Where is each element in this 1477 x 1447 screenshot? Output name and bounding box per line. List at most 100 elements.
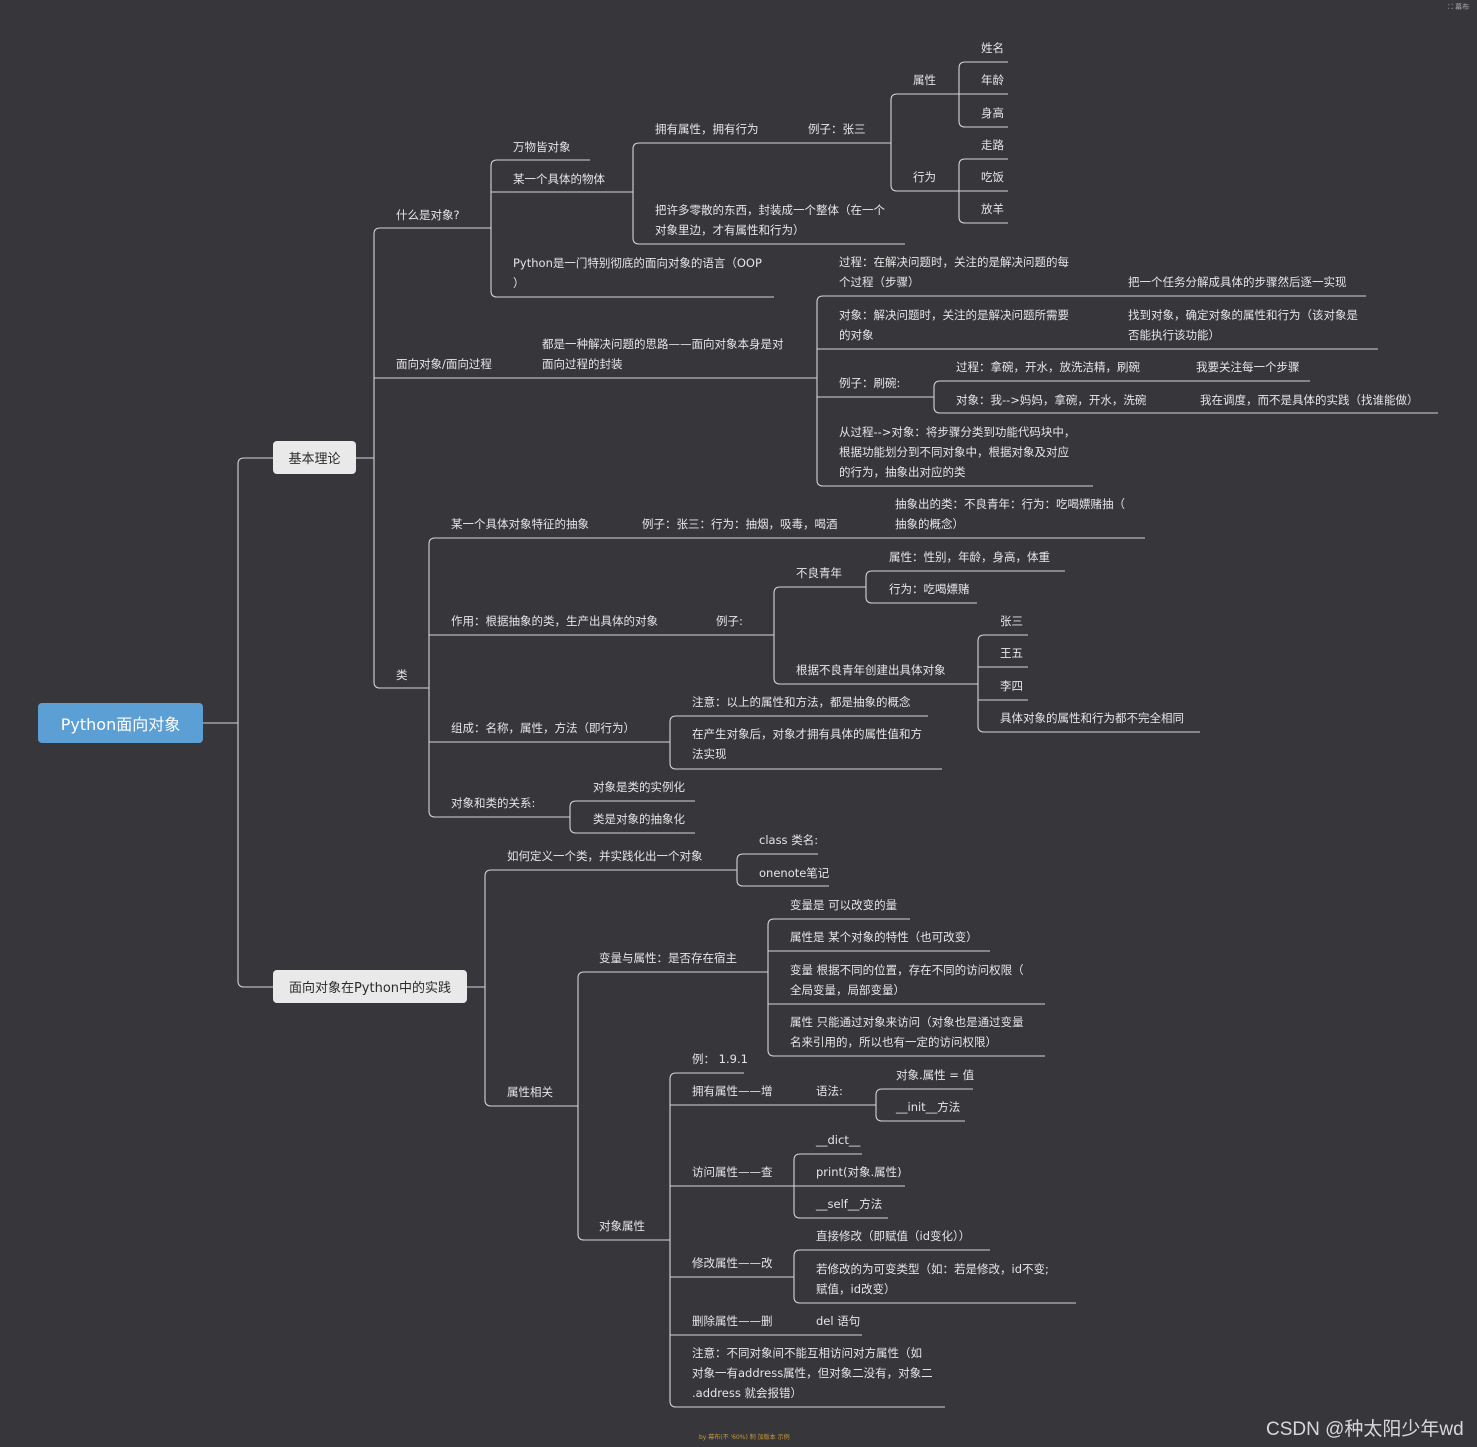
branch-elbow xyxy=(237,457,273,465)
bad-youth: 不良青年 xyxy=(796,566,842,580)
after-create-1: 在产生对象后，对象才拥有具体的属性值和方 xyxy=(692,727,922,741)
root-node[interactable]: Python面向对象 xyxy=(38,703,203,743)
attr-item: 身高 xyxy=(981,106,1004,120)
branch-elbow xyxy=(875,1114,896,1122)
dish-process-note: 我要关注每一个步骤 xyxy=(1196,360,1300,374)
get-self: __self__方法 xyxy=(816,1197,883,1211)
node-python-practice[interactable]: 面向对象在Python中的实践 xyxy=(273,970,467,1003)
branch-elbow xyxy=(875,1088,896,1096)
branch-elbow xyxy=(632,237,655,245)
object-line-2: 的对象 xyxy=(839,328,874,342)
person-item: 具体对象的属性和行为都不完全相同 xyxy=(1000,711,1184,725)
create-objects: 根据不良青年创建出具体对象 xyxy=(796,663,946,677)
branch-elbow xyxy=(237,980,273,988)
branch-elbow xyxy=(669,1072,692,1080)
branch-elbow xyxy=(428,810,451,818)
process-line-2: 个过程（步骤） xyxy=(839,275,920,289)
behavior-item: 放羊 xyxy=(981,202,1004,216)
corner-tiny-text: ⛶ 幕布 xyxy=(1448,3,1470,11)
branch-elbow xyxy=(736,853,759,861)
branch-elbow xyxy=(484,1099,507,1107)
syntax-label: 语法: xyxy=(816,1084,843,1098)
what-is-object: 什么是对象? xyxy=(396,208,460,222)
dish-example: 例子：刷碗: xyxy=(839,376,901,390)
branch-elbow xyxy=(958,216,981,224)
attributes-related: 属性相关 xyxy=(507,1085,553,1099)
branch-elbow xyxy=(977,634,1000,642)
person-item: 李四 xyxy=(1000,679,1023,693)
branch-elbow xyxy=(767,918,790,926)
behavior-item: 走路 xyxy=(981,138,1004,152)
branch-elbow xyxy=(736,879,759,887)
mod-mutable-2: 赋值，id改变） xyxy=(816,1282,896,1296)
branch-elbow xyxy=(569,800,593,808)
footer-tiny-text: by 幕布(不 '60%) 制 加版本 示例 xyxy=(699,1434,790,1441)
onenote: onenote笔记 xyxy=(759,866,830,880)
branch-elbow xyxy=(977,725,1000,733)
relation-2: 类是对象的抽象化 xyxy=(593,812,685,826)
from-line-1: 从过程-->对象：将步骤分类到功能代码块中， xyxy=(839,425,1076,439)
mod-mutable-1: 若修改的为可变类型（如：若是修改，id不变; xyxy=(816,1262,1049,1276)
class-use: 作用：根据抽象的类，生产出具体的对象 xyxy=(451,614,658,628)
branch-elbow xyxy=(793,1211,816,1219)
note-line-2: 对象一有address属性，但对象二没有，对象二 xyxy=(692,1366,933,1380)
branch-elbow xyxy=(490,290,513,298)
branch-elbow xyxy=(373,227,396,235)
abstract-class-2: 抽象的概念） xyxy=(895,517,964,531)
dish-object: 对象：我-->妈妈，拿碗，开水，洗碗 xyxy=(956,393,1147,407)
bad-youth-behavior: 行为：吃喝嫖赌 xyxy=(889,582,970,596)
note-line-1: 注意：不同对象间不能互相访问对方属性（如 xyxy=(692,1346,922,1360)
dish-process: 过程：拿碗，开水，放洗洁精，刷碗 xyxy=(956,360,1140,374)
branch-elbow xyxy=(816,295,839,303)
object-line-1: 对象：解决问题时，关注的是解决问题所需要 xyxy=(839,308,1069,322)
branch-elbow xyxy=(577,1233,599,1241)
csdn-watermark: CSDN @种太阳少年wd xyxy=(1266,1419,1464,1440)
attr-label: 属性 xyxy=(913,73,936,87)
branch-elbow xyxy=(490,159,513,167)
oop-vs-pop: 面向对象/面向过程 xyxy=(396,357,492,371)
dish-object-note: 我在调度，而不是具体的实践（找谁能做） xyxy=(1200,393,1419,407)
branch-elbow xyxy=(933,406,956,414)
from-line-3: 的行为，抽象出对应的类 xyxy=(839,465,966,479)
process-detail: 把一个任务分解成具体的步骤然后逐一实现 xyxy=(1128,275,1347,289)
branch-elbow xyxy=(958,61,981,69)
branch-elbow xyxy=(569,826,593,834)
get-dict: __dict__ xyxy=(816,1133,861,1147)
syntax-assign: 对象.属性 = 值 xyxy=(896,1068,975,1082)
behavior-label: 行为 xyxy=(913,170,936,184)
var-scope-2: 全局变量，局部变量） xyxy=(790,983,905,997)
node-basic-theory[interactable]: 基本理论 xyxy=(273,441,356,474)
from-line-2: 根据功能划分到不同对象中，根据对象及对应 xyxy=(839,445,1069,459)
abstract: 某一个具体对象特征的抽象 xyxy=(451,517,589,531)
branch-elbow xyxy=(958,120,981,128)
idea-line-2: 面向过程的封装 xyxy=(542,357,623,371)
branch-elbow xyxy=(793,1249,816,1257)
note-line-3: .address 就会报错） xyxy=(692,1386,802,1400)
branch-elbow xyxy=(373,681,396,689)
var-vs-attr: 变量与属性：是否存在宿主 xyxy=(599,951,737,965)
process-line-1: 过程：在解决问题时，关注的是解决问题的每 xyxy=(839,255,1069,269)
branch-elbow xyxy=(890,184,913,192)
define-class: 如何定义一个类，并实践化出一个对象 xyxy=(507,849,703,863)
del-attr: 删除属性——删 xyxy=(692,1314,773,1328)
branch-elbow xyxy=(793,1153,816,1161)
branch-elbow xyxy=(816,479,839,487)
get-attr: 访问属性——查 xyxy=(692,1165,773,1179)
person-item: 张三 xyxy=(1000,614,1023,628)
branch-elbow xyxy=(767,1049,790,1057)
add-attr: 拥有属性——增 xyxy=(692,1084,773,1098)
example-zhangsan: 例子：张三 xyxy=(808,122,866,136)
class-use-example: 例子: xyxy=(716,614,743,628)
person-item: 王五 xyxy=(1000,646,1023,660)
composition-note: 注意：以上的属性和方法，都是抽象的概念 xyxy=(692,695,911,709)
branch-elbow xyxy=(632,142,655,150)
attr-access-2: 名来引用的，所以也有一定的访问权限） xyxy=(790,1035,997,1049)
del-statement: del 语句 xyxy=(816,1314,861,1328)
attr-def: 属性是 某个对象的特性（也可改变） xyxy=(790,930,978,944)
var-scope-1: 变量 根据不同的位置，存在不同的访问权限（ xyxy=(790,963,1024,977)
relation-1: 对象是类的实例化 xyxy=(593,780,685,794)
bad-youth-attr: 属性：性别，年龄，身高，体重 xyxy=(889,550,1050,564)
pack-line-2: 对象里边，才有属性和行为） xyxy=(655,223,805,237)
branch-elbow xyxy=(933,380,956,388)
class-label: 类 xyxy=(396,668,408,682)
